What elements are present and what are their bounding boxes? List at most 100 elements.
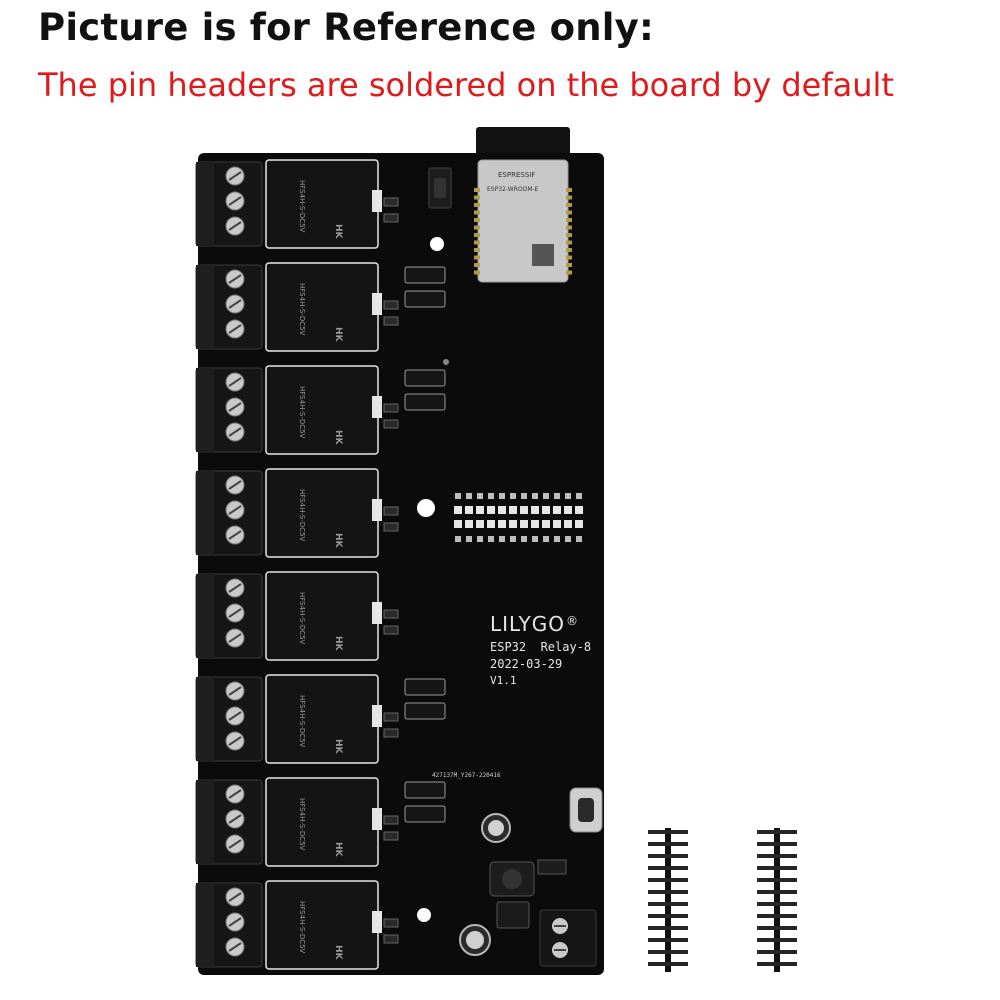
screw-slot bbox=[228, 814, 242, 824]
pad-label-mark bbox=[543, 493, 549, 499]
module-pad bbox=[474, 218, 480, 222]
gpio-pad bbox=[531, 520, 539, 528]
page-title: Picture is for Reference only: bbox=[38, 6, 654, 49]
header-pin bbox=[757, 830, 797, 834]
screw-slot bbox=[228, 789, 242, 799]
usb-c-icon bbox=[569, 787, 603, 833]
screw-slot bbox=[228, 839, 242, 849]
pad-label-mark bbox=[455, 493, 461, 499]
header-pin bbox=[757, 914, 797, 918]
terminal-wire-entry bbox=[196, 471, 214, 555]
gpio-pad bbox=[553, 520, 561, 528]
module-pad bbox=[474, 233, 480, 237]
module-pad bbox=[566, 255, 572, 260]
header-pin bbox=[757, 842, 797, 846]
relay-model-label: HFS4H-S-DC5V bbox=[298, 386, 306, 439]
pad-label-mark bbox=[488, 536, 494, 542]
pad-label-mark bbox=[455, 536, 461, 542]
module-pad bbox=[566, 210, 572, 215]
power-section bbox=[459, 813, 597, 967]
header-pin bbox=[757, 866, 797, 870]
terminal-wire-entry bbox=[196, 368, 214, 452]
pad-label-mark bbox=[499, 536, 505, 542]
module-pad bbox=[474, 188, 480, 192]
relay-model-label: HFS4H-S-DC5V bbox=[298, 180, 306, 233]
header-pin bbox=[757, 926, 797, 930]
loose-pin-headers bbox=[648, 828, 797, 972]
module-pad bbox=[566, 203, 572, 207]
smd-resistor bbox=[383, 419, 399, 429]
smd-resistor bbox=[383, 625, 399, 635]
relay-brand-label: HK bbox=[333, 739, 343, 755]
relay bbox=[265, 365, 379, 455]
relay bbox=[265, 674, 379, 764]
screw-slot bbox=[228, 711, 242, 721]
module-pad bbox=[566, 233, 572, 237]
esp32-model-label: ESP32-WROOM-E bbox=[487, 186, 539, 193]
module-pad bbox=[566, 248, 572, 252]
module-pad bbox=[474, 225, 480, 230]
mounting-hole bbox=[430, 237, 444, 251]
smd-resistor bbox=[383, 213, 399, 223]
flyback-diode bbox=[372, 808, 382, 830]
smd-resistor bbox=[383, 197, 399, 207]
mounting-hole bbox=[417, 908, 431, 922]
date-label: 2022-03-29 bbox=[490, 657, 562, 671]
header-pin bbox=[648, 854, 688, 858]
module-pad bbox=[566, 263, 572, 267]
optocoupler-ic bbox=[404, 781, 446, 799]
header-pin bbox=[648, 878, 688, 882]
pin-header bbox=[648, 828, 688, 972]
optocoupler-ic bbox=[404, 369, 446, 387]
regulator-ic bbox=[496, 901, 530, 929]
smd-resistor bbox=[383, 831, 399, 841]
screw-slot bbox=[228, 196, 242, 206]
module-pad bbox=[474, 210, 480, 215]
module-pad bbox=[566, 195, 572, 200]
relay-brand-label: HK bbox=[333, 842, 343, 858]
flyback-diode bbox=[372, 911, 382, 933]
screw-slot bbox=[228, 505, 242, 515]
smd-resistor bbox=[383, 522, 399, 532]
screw-slot bbox=[228, 892, 242, 902]
optocoupler-ic bbox=[404, 702, 446, 720]
pad-label-mark bbox=[466, 493, 472, 499]
optocoupler-ic bbox=[404, 678, 446, 696]
gpio-pad bbox=[542, 520, 550, 528]
relay-model-label: HFS4H-S-DC5V bbox=[298, 798, 306, 851]
header-pin bbox=[648, 866, 688, 870]
optocoupler-ic bbox=[404, 393, 446, 411]
header-pin bbox=[648, 962, 688, 966]
header-pin bbox=[757, 890, 797, 894]
screw-slot bbox=[228, 530, 242, 540]
smd-resistor bbox=[383, 728, 399, 738]
relay-brand-label: HK bbox=[333, 224, 343, 240]
module-pad bbox=[474, 240, 480, 245]
smd-resistor bbox=[383, 609, 399, 619]
screw-slot bbox=[228, 402, 242, 412]
pin-header-note: The pin headers are soldered on the boar… bbox=[38, 66, 894, 104]
header-pin bbox=[757, 938, 797, 942]
gpio-pad bbox=[454, 506, 462, 514]
pad-label-mark bbox=[521, 493, 527, 499]
header-pin bbox=[648, 902, 688, 906]
smd-switch bbox=[537, 859, 567, 875]
flyback-diode bbox=[372, 499, 382, 521]
terminal-wire-entry bbox=[196, 162, 214, 246]
smd-resistor bbox=[383, 316, 399, 326]
relay-brand-label: HK bbox=[333, 533, 343, 549]
flyback-diode bbox=[372, 293, 382, 315]
model-label: ESP32 Relay-8 bbox=[490, 640, 591, 654]
pad-label-mark bbox=[466, 536, 472, 542]
pad-label-mark bbox=[576, 493, 582, 499]
relay-model-label: HFS4H-S-DC5V bbox=[298, 283, 306, 336]
pad-label-mark bbox=[532, 493, 538, 499]
pad-label-mark bbox=[510, 493, 516, 499]
screw-slot bbox=[228, 736, 242, 746]
silkscreen-branding: LILYGO ® ESP32 Relay-8 2022-03-29 V1.1 4… bbox=[432, 612, 591, 779]
power-terminal-block bbox=[539, 909, 597, 967]
relay bbox=[265, 159, 379, 249]
terminal-wire-entry bbox=[196, 574, 214, 658]
